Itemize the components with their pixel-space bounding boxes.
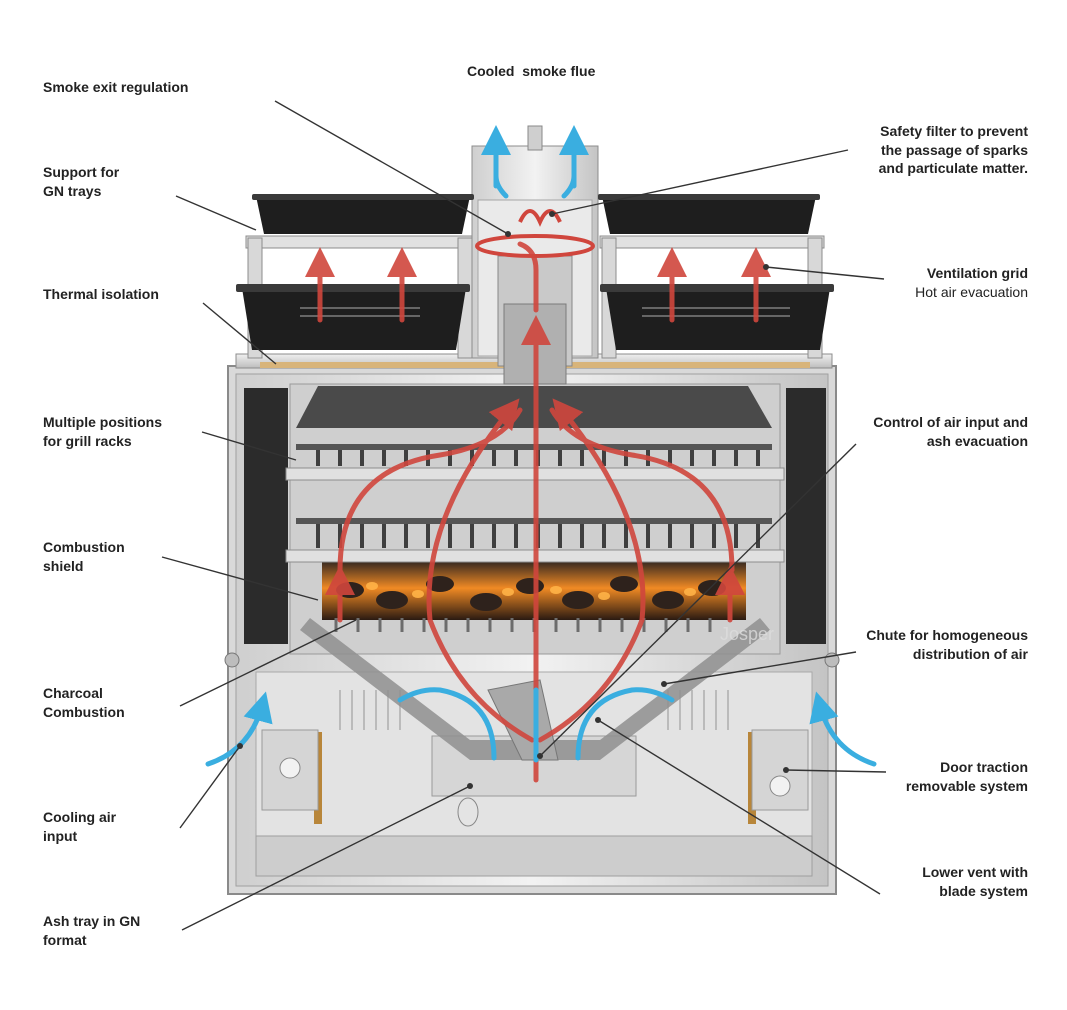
label-control-air-line2: ash evacuation	[926, 432, 1028, 449]
leader-safety-filter	[551, 149, 849, 215]
label-control-air-line1: Control of air input and	[873, 414, 1028, 430]
label-multiple-positions-line1: Multiple positions	[43, 414, 162, 430]
label-chute-line2: distribution of air	[912, 645, 1028, 662]
cool-air-flow	[205, 125, 877, 767]
leader-support-gn	[175, 195, 257, 231]
leader-dots	[237, 211, 789, 789]
gn-trays	[236, 194, 834, 350]
label-ventilation-grid: Ventilation grid Hot air evacuation	[915, 264, 1028, 301]
label-multiple-positions-line2: for grill racks	[43, 432, 132, 449]
label-chute-line1: Chute for homogeneous	[866, 627, 1028, 643]
label-safety-filter-line1: Safety filter to prevent	[880, 123, 1028, 139]
label-multiple-positions: Multiple positions for grill racks	[43, 413, 162, 450]
label-ash-tray-line1: Ash tray in GN	[43, 913, 141, 929]
label-support-gn: Support for GN trays	[43, 163, 119, 200]
label-support-gn-line2: GN trays	[43, 182, 102, 199]
leader-charcoal	[179, 619, 357, 707]
leader-combustion-shield	[161, 556, 319, 601]
leader-cooling-air	[179, 745, 241, 829]
label-charcoal: Charcoal Combustion	[43, 684, 125, 721]
label-smoke-exit: Smoke exit regulation	[43, 78, 188, 97]
leader-chute	[663, 651, 857, 685]
label-smoke-exit-line1: Smoke exit regulation	[43, 79, 189, 95]
label-support-gn-line1: Support for	[43, 164, 120, 180]
label-combustion-shield-line1: Combustion	[43, 539, 125, 555]
label-cooled-flue-line1: Cooled smoke flue	[467, 63, 596, 79]
leader-control-air	[539, 443, 857, 757]
label-safety-filter: Safety filter to prevent the passage of …	[879, 122, 1028, 178]
label-lower-vent-line2: blade system	[939, 882, 1028, 899]
label-cooling-air-line2: input	[43, 827, 78, 844]
label-chute: Chute for homogeneous distribution of ai…	[866, 626, 1028, 663]
label-cooling-air: Cooling air input	[43, 808, 116, 845]
leader-smoke-exit	[274, 100, 509, 235]
label-thermal-isolation-line1: Thermal isolation	[43, 286, 159, 302]
leader-lower-vent	[597, 719, 881, 895]
label-ventilation-grid-sub: Hot air evacuation	[915, 283, 1028, 300]
label-thermal-isolation: Thermal isolation	[43, 285, 159, 304]
label-safety-filter-line2: the passage of sparks	[880, 141, 1028, 158]
brand-mark: Josper	[720, 624, 774, 644]
leader-lines	[161, 100, 887, 931]
left-door-panel	[244, 388, 288, 644]
hot-air-flow	[305, 241, 771, 783]
label-lower-vent: Lower vent with blade system	[922, 863, 1028, 900]
leader-ventilation-grid	[765, 266, 885, 280]
leader-thermal-isolation	[202, 302, 277, 365]
ash-tray-front	[255, 835, 813, 877]
label-combustion-shield-line2: shield	[43, 557, 84, 574]
label-cooled-flue: Cooled smoke flue	[467, 62, 595, 81]
label-ventilation-grid-line1: Ventilation grid	[926, 265, 1028, 281]
leader-grill-racks	[201, 431, 297, 461]
label-safety-filter-line3: and particulate matter.	[878, 160, 1028, 176]
label-ash-tray: Ash tray in GN format	[43, 912, 140, 949]
label-combustion-shield: Combustion shield	[43, 538, 125, 575]
label-charcoal-line2: Combustion	[43, 703, 125, 720]
label-door-traction-line1: Door traction	[940, 759, 1028, 775]
label-cooling-air-line1: Cooling air	[43, 809, 117, 825]
leader-ash-tray	[181, 785, 471, 931]
label-ash-tray-line2: format	[43, 931, 87, 948]
label-control-air: Control of air input and ash evacuation	[873, 413, 1028, 450]
label-door-traction: Door traction removable system	[906, 758, 1028, 795]
leader-door-traction	[785, 769, 887, 773]
label-lower-vent-line1: Lower vent with	[922, 864, 1028, 880]
right-door-panel	[786, 388, 826, 644]
label-door-traction-line2: removable system	[905, 777, 1028, 794]
label-charcoal-line1: Charcoal	[43, 685, 103, 701]
